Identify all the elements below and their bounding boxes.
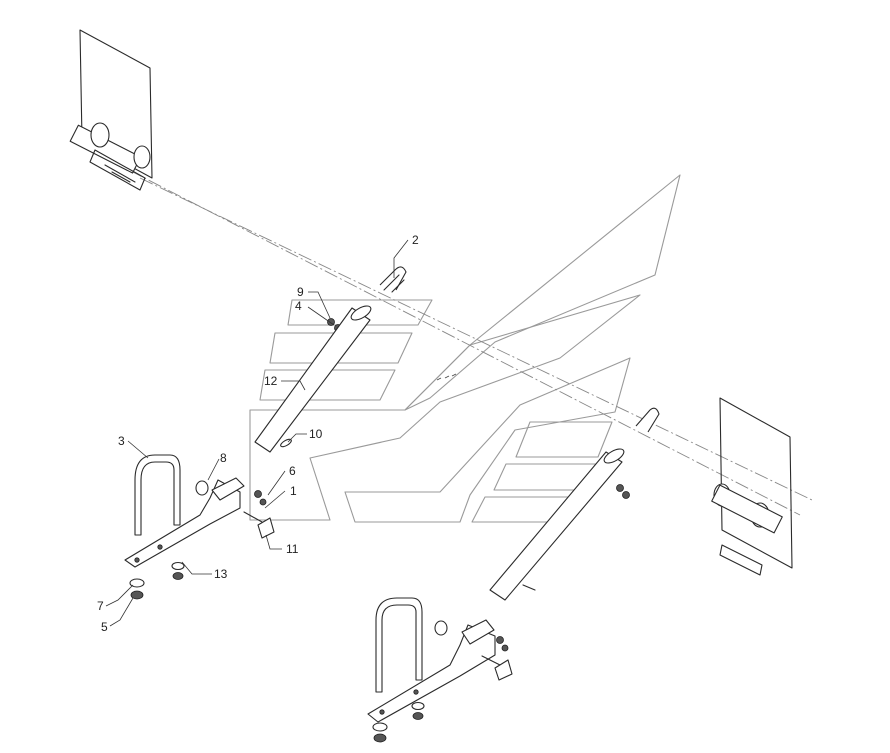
callout-10: 10	[309, 427, 323, 441]
callout-11: 11	[286, 542, 299, 556]
callout-9: 9	[297, 285, 304, 299]
left-mount-assembly	[124, 266, 407, 600]
callout-4: 4	[295, 299, 302, 313]
callout-2: 2	[412, 233, 419, 247]
callout-5: 5	[101, 620, 108, 634]
callout-13: 13	[214, 567, 228, 581]
callout-8: 8	[220, 451, 227, 465]
leader-lines	[105, 239, 409, 627]
callouts: 1 2 3 4 5 6 7 8 9 10 11 12 13	[97, 233, 419, 634]
callout-6: 6	[289, 464, 296, 478]
callout-1: 1	[290, 484, 297, 498]
right-mount-assembly	[367, 407, 660, 743]
callout-3: 3	[118, 434, 125, 448]
right-hub-assembly	[711, 397, 793, 576]
left-hub-assembly	[69, 29, 153, 191]
callout-12: 12	[264, 374, 278, 388]
callout-7: 7	[97, 599, 104, 613]
center-axis-line-upper	[139, 177, 813, 501]
